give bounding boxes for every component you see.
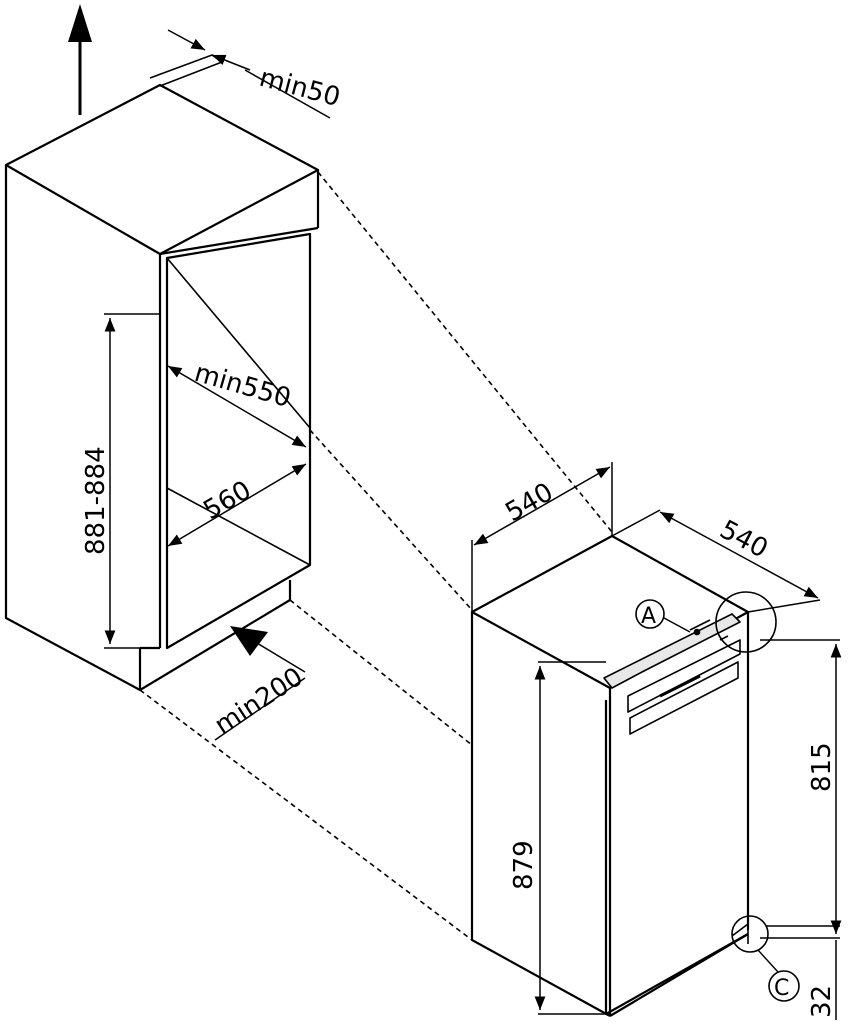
- cabinet-plinth: [138, 580, 292, 692]
- projection-lines: [139, 171, 613, 941]
- door-bottom-offset-label: 32: [807, 985, 837, 1018]
- dim-top-clearance: [149, 29, 331, 119]
- vent-up-arrow-icon: [68, 4, 92, 115]
- hinge-hardware: [603, 613, 741, 735]
- niche-height-label: 881-884: [81, 446, 111, 555]
- callout-a-label: A: [641, 604, 656, 629]
- dim-niche-width: [167, 463, 307, 547]
- cabinet-top: [4, 83, 320, 256]
- appliance-side: [470, 612, 611, 1017]
- appliance-body: [470, 534, 750, 1017]
- dim-niche-height: [104, 313, 160, 649]
- door-height-label: 815: [807, 742, 837, 792]
- appliance-door: [604, 700, 749, 1016]
- plinth-vent-label: min200: [209, 662, 308, 741]
- dim-niche-depth: [167, 365, 307, 448]
- top-clearance-label: min50: [256, 63, 343, 113]
- appliance-width-label: 540: [501, 477, 559, 528]
- niche-width-label: 560: [199, 475, 257, 526]
- callout-c-label: C: [774, 976, 789, 1001]
- dim-appliance-width: [471, 462, 613, 612]
- dim-appliance-height: [534, 661, 606, 1015]
- callout-bottom-detail: [731, 915, 800, 1002]
- vent-in-arrow-icon: [230, 626, 268, 656]
- dim-door-bottom-offset: [766, 925, 840, 1020]
- appliance-height-label: 879: [509, 840, 539, 890]
- dim-appliance-depth: [611, 509, 821, 613]
- niche-depth-label: min550: [191, 358, 294, 414]
- dim-door-height: [760, 639, 842, 939]
- niche-opening: [165, 232, 312, 650]
- cabinet-side-panel: [4, 165, 141, 691]
